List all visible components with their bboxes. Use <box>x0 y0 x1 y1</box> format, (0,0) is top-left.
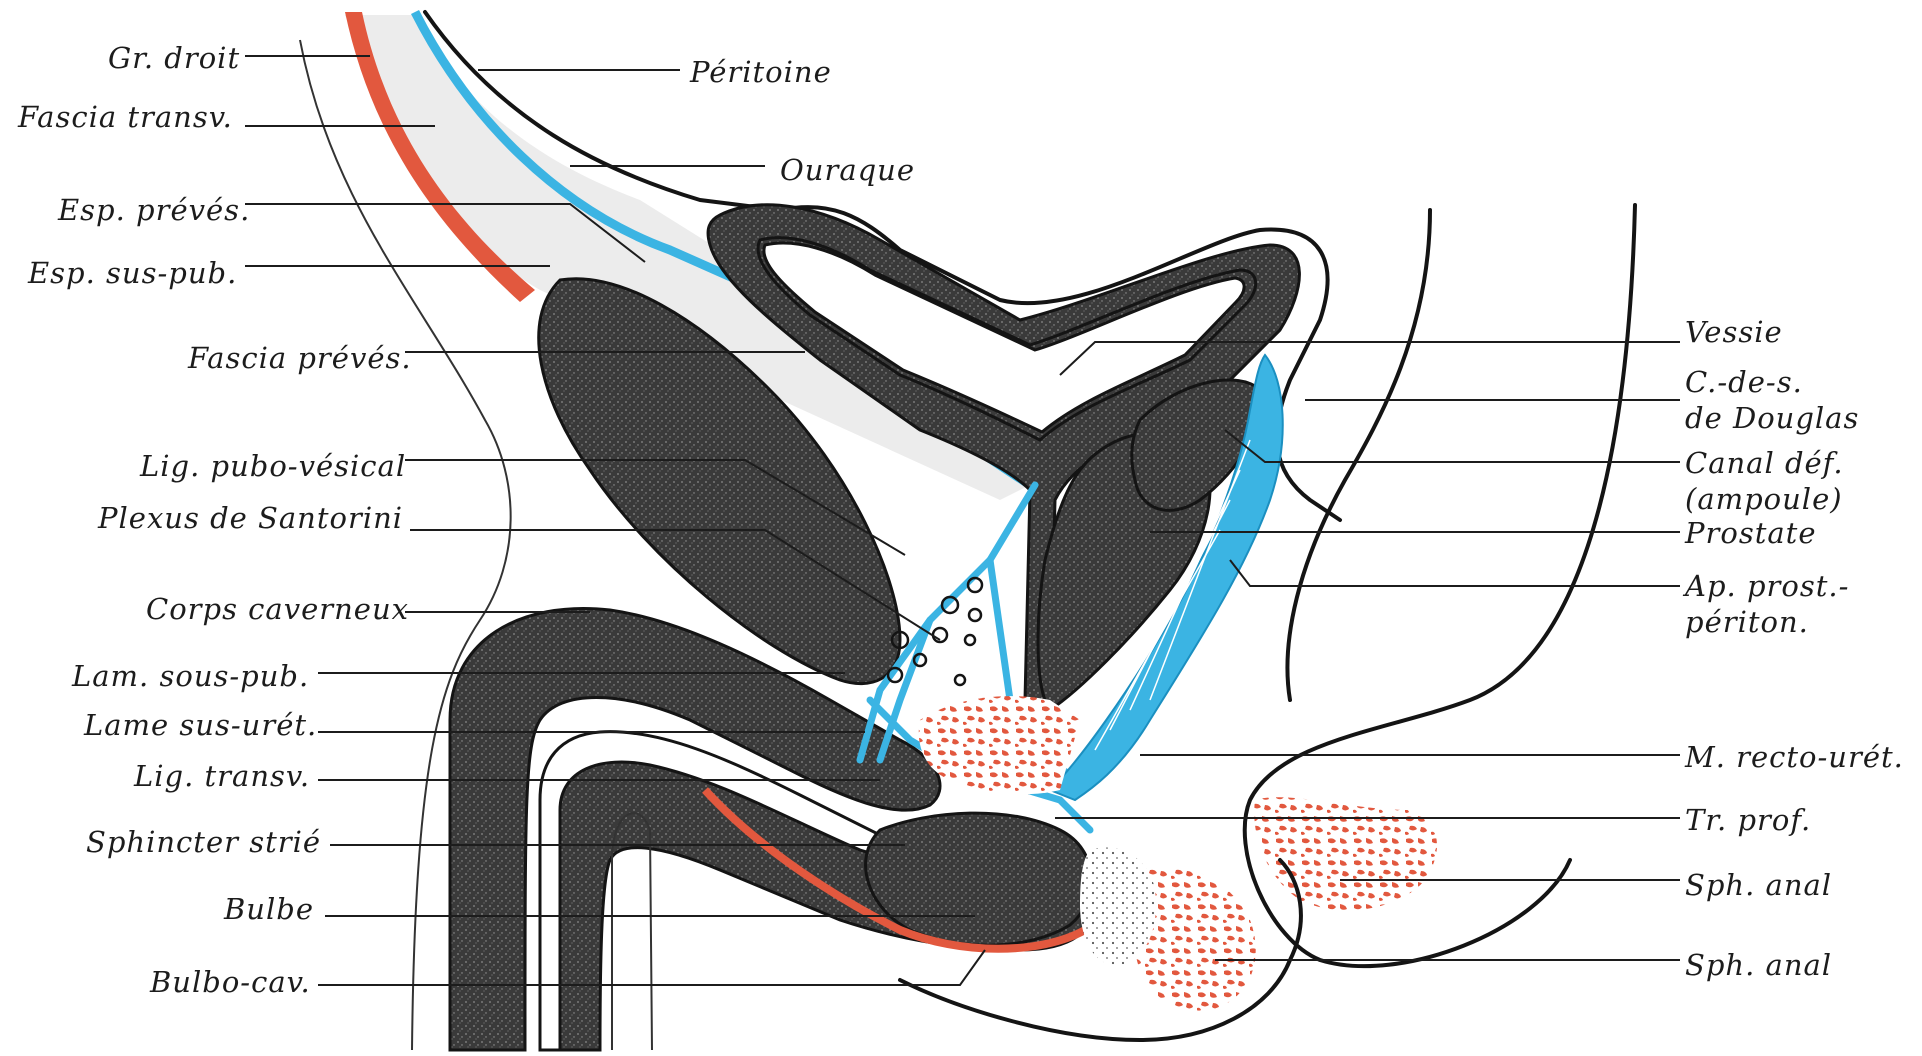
label-fascia-transv: Fascia transv. <box>17 100 233 134</box>
label-fascia-preves: Fascia prévés. <box>187 341 412 375</box>
leader-ap-prost <box>1230 560 1680 586</box>
label-de-douglas: de Douglas <box>1685 401 1859 435</box>
label-ouraque: Ouraque <box>780 153 915 187</box>
label-peritoine: Péritoine <box>689 55 832 89</box>
perineal-dotted-zone <box>1080 847 1156 965</box>
label-prostate: Prostate <box>1684 516 1816 550</box>
label-sphincter-strie: Sphincter strié <box>86 825 321 859</box>
deep-transverse-muscle <box>919 696 1080 794</box>
label-lam-sous-pub: Lam. sous-pub. <box>71 659 309 693</box>
rectum-wall-inner <box>1287 210 1430 700</box>
label-canal-def: Canal déf. <box>1685 446 1844 480</box>
labels-top: Péritoine Ouraque <box>689 55 915 187</box>
label-plexus-santorini: Plexus de Santorini <box>97 501 403 535</box>
label-ampoule: (ampoule) <box>1685 482 1843 516</box>
label-sph-anal-1: Sph. anal <box>1685 868 1832 902</box>
label-sph-anal-2: Sph. anal <box>1685 948 1832 982</box>
labels-right: Vessie C.-de-s. de Douglas Canal déf. (a… <box>1682 315 1904 982</box>
label-gr-droit: Gr. droit <box>108 41 240 75</box>
label-m-recto-uret: M. recto-urét. <box>1684 740 1904 774</box>
label-esp-preves: Esp. prévés. <box>57 193 250 227</box>
label-periton: périton. <box>1685 605 1809 639</box>
label-c-de-s: C.-de-s. <box>1685 365 1803 399</box>
santorini-plexus <box>888 578 982 685</box>
label-corps-caverneux: Corps caverneux <box>146 592 409 626</box>
anal-sphincter-external <box>1254 797 1437 910</box>
label-ap-prost: Ap. prost.- <box>1682 569 1849 603</box>
label-vessie: Vessie <box>1685 315 1783 349</box>
label-lame-sus-uret: Lame sus-urét. <box>83 708 317 742</box>
labels-left: Gr. droit Fascia transv. Esp. prévés. Es… <box>17 41 412 999</box>
label-bulbo-cav: Bulbo-cav. <box>149 965 311 999</box>
label-bulbe: Bulbe <box>223 892 314 926</box>
label-lig-pubo-vesical: Lig. pubo-vésical <box>139 449 406 483</box>
label-lig-transv: Lig. transv. <box>133 759 310 793</box>
label-tr-prof: Tr. prof. <box>1685 803 1811 837</box>
label-esp-sus-pub: Esp. sus-pub. <box>27 256 237 290</box>
